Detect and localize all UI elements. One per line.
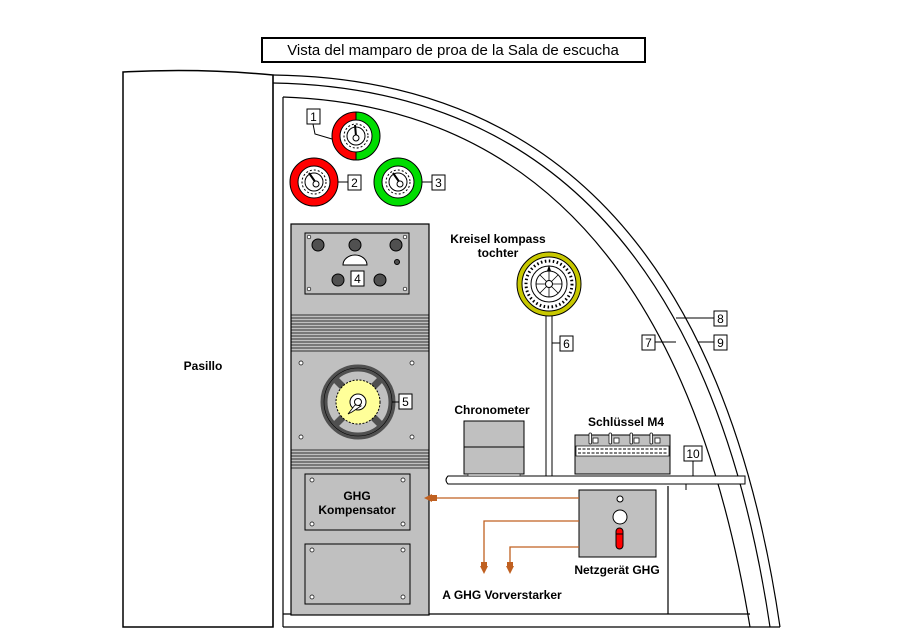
compensator-label-1: GHG [343,489,370,503]
knob [373,273,387,287]
shelf [445,475,746,485]
control-panel-4: 4 [304,232,410,295]
gauge-3 [373,157,423,207]
knob [311,238,325,252]
schluessel-m4: Schlüssel M4 [574,415,671,475]
callout-10: 10 [683,445,703,476]
callout-3: 3 [422,174,446,191]
schluessel-label: Schlüssel M4 [588,415,664,429]
compensator-label-2: Kompensator [318,503,396,517]
gyro-label-2: tochter [478,246,519,260]
blank-panel [304,543,411,605]
chronometer: Chronometer [454,403,530,477]
preamp-label: A GHG Vorverstarker [442,588,562,602]
vent-grille-upper [291,314,429,352]
corridor-area: Pasillo [122,69,274,628]
callout-4: 4 [354,272,361,286]
svg-text:8: 8 [717,312,724,326]
svg-text:9: 9 [717,336,724,350]
knob [348,238,362,252]
ghg-compensator-panel: GHG Kompensator [304,473,411,531]
power-supply-label: Netzgerät GHG [574,563,659,577]
corridor-label: Pasillo [184,359,223,373]
diagram-title: Vista del mamparo de proa de la Sala de … [287,42,619,59]
callout-8: 8 [676,310,728,327]
hull-outline [272,74,781,628]
cables [428,497,579,572]
svg-text:2: 2 [351,176,358,190]
callout-7: 7 [641,334,676,351]
callout-6: 6 [563,337,570,351]
chronometer-label: Chronometer [454,403,530,417]
gyro-label-1: Kreisel kompass [450,232,546,246]
vent-grille-lower [291,449,429,469]
svg-text:7: 7 [645,336,652,350]
power-supply-ghg: Netzgerät GHG [574,484,687,577]
svg-text:1: 1 [310,110,317,124]
callout-5: 5 [402,395,409,409]
svg-text:3: 3 [435,176,442,190]
cable-arrows [424,494,514,574]
callout-1: 1 [306,108,333,140]
gauge-2 [289,157,339,207]
gyro-compass-repeater: Kreisel kompass tochter 6 [450,232,582,477]
callout-2: 2 [338,174,362,191]
handwheel-panel-5: 5 [298,360,415,440]
knob [331,273,345,287]
title-box: Vista del mamparo de proa de la Sala de … [261,37,646,63]
dial-window [342,254,368,266]
callout-9: 9 [698,334,728,351]
equipment-rack: 4 5 [290,223,430,616]
knob [389,238,403,252]
gauge-1 [331,111,381,161]
svg-text:10: 10 [686,447,700,461]
